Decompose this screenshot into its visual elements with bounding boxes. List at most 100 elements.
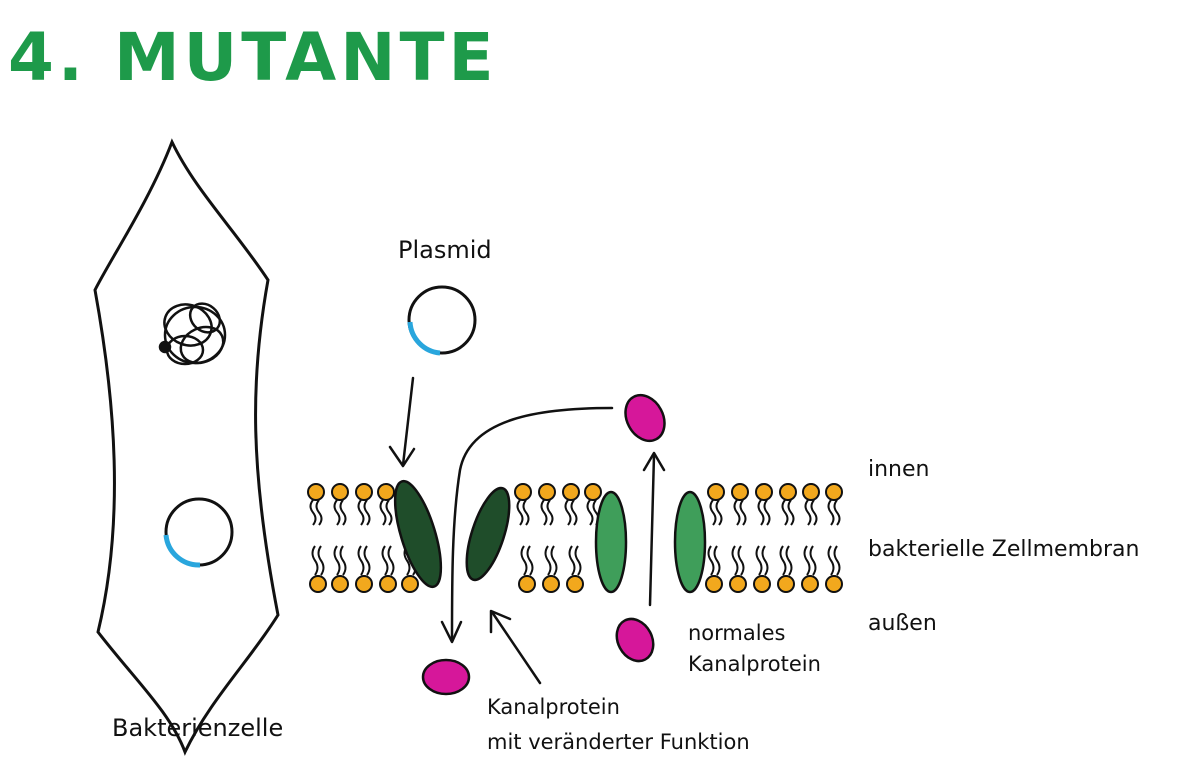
- lipid-tail: [544, 545, 552, 576]
- arrow-pointer-altered-channel: [490, 610, 542, 685]
- lipid-tail: [731, 545, 739, 576]
- lipid-tail: [339, 499, 347, 526]
- lipid-tail: [707, 545, 715, 576]
- lipid-tail: [357, 545, 365, 576]
- cell-outline: [93, 138, 280, 756]
- lipid-head: [518, 575, 536, 593]
- arrowhead-plasmid: [388, 445, 416, 468]
- lipid-tail: [309, 499, 317, 526]
- lipid-tail: [827, 499, 835, 526]
- lipid-head: [562, 483, 580, 501]
- membrane-label: bakterielle Zellmembran: [868, 537, 1139, 562]
- lipid-head: [802, 483, 820, 501]
- lipid-head: [538, 483, 556, 501]
- lipid-head: [379, 575, 397, 593]
- lipid-tail: [339, 545, 347, 576]
- lipid-tail: [526, 545, 534, 576]
- arrow-altered-ion-flow: [450, 406, 614, 642]
- arrow-plasmid-to-membrane: [401, 376, 415, 467]
- ion-inside: [624, 393, 666, 443]
- lipid-tail: [755, 545, 763, 576]
- arrow-normal-ion-flow: [648, 453, 656, 607]
- lipid-head: [731, 483, 749, 501]
- ion-outside-left: [421, 658, 471, 696]
- lipid-head: [705, 575, 723, 593]
- lipid-head: [377, 483, 395, 501]
- lipid-tail: [787, 499, 795, 526]
- lipid-tail: [564, 499, 572, 526]
- inside-label: innen: [868, 457, 929, 482]
- lipid-head: [307, 483, 325, 501]
- lipid-tail: [568, 545, 576, 576]
- lipid-head: [514, 483, 532, 501]
- lipid-head: [801, 575, 819, 593]
- lipid-tail: [785, 545, 793, 576]
- lipid-tail: [381, 545, 389, 576]
- lipid-head: [331, 483, 349, 501]
- cell-plasmid: [163, 497, 234, 568]
- altered-channel-label-line1: Kanalprotein: [487, 695, 620, 719]
- altered-channel-label-line2: mit veränderter Funktion: [487, 730, 750, 754]
- lipid-tail: [827, 545, 835, 576]
- lipid-tail: [387, 545, 395, 576]
- lipid-head: [309, 575, 327, 593]
- lipid-head: [729, 575, 747, 593]
- lipid-head: [355, 483, 373, 501]
- lipid-tail: [522, 499, 530, 526]
- lipid-tail: [803, 545, 811, 576]
- mutant-channel-protein-1: [393, 479, 443, 589]
- lipid-head: [777, 575, 795, 593]
- lipid-tail: [810, 499, 818, 526]
- lipid-tails: [309, 499, 841, 576]
- lipid-head: [779, 483, 797, 501]
- lipid-tail: [763, 499, 771, 526]
- nucleoid-dna: [158, 302, 227, 366]
- lipid-tail: [709, 499, 717, 526]
- lipid-tail: [546, 499, 554, 526]
- lipid-tail: [520, 545, 528, 576]
- lipid-tail: [809, 545, 817, 576]
- lipid-head: [331, 575, 349, 593]
- lipid-tail: [315, 499, 323, 526]
- ions: [421, 393, 666, 696]
- lipid-tail: [540, 499, 548, 526]
- lipid-tail: [733, 499, 741, 526]
- lipid-tail: [357, 499, 365, 526]
- lipid-tail: [317, 545, 325, 576]
- normal-channel-protein-2: [673, 490, 707, 594]
- lipid-tail: [804, 499, 812, 526]
- lipid-tail: [311, 545, 319, 576]
- lipid-tail: [516, 499, 524, 526]
- mutant-channel-protein-2: [465, 486, 511, 582]
- lipid-tail: [333, 545, 341, 576]
- arrowhead-normal-ion-flow: [642, 451, 666, 472]
- lipid-tail: [713, 545, 721, 576]
- lipid-tail: [739, 499, 747, 526]
- lipid-tail: [779, 545, 787, 576]
- lipid-head: [355, 575, 373, 593]
- outside-label: außen: [868, 611, 937, 636]
- page-title: 4. MUTANTE: [8, 19, 498, 96]
- lipid-tail: [757, 499, 765, 526]
- normal-channel-protein-1: [594, 490, 628, 594]
- lipid-heads-outer-leaflet: [309, 575, 843, 593]
- lipid-tail: [833, 499, 841, 526]
- lipid-tail: [333, 499, 341, 526]
- arrowhead-altered-ion-flow: [440, 620, 463, 644]
- lipid-head: [825, 575, 843, 593]
- bacterial-cell-label: Bakterienzelle: [112, 714, 283, 742]
- lipid-tail: [379, 499, 387, 526]
- lipid-tail: [363, 499, 371, 526]
- bacterial-cell: Bakterienzelle: [93, 138, 283, 756]
- lipid-tail: [574, 545, 582, 576]
- lipid-head: [542, 575, 560, 593]
- lipid-tail: [761, 545, 769, 576]
- lipid-tail: [737, 545, 745, 576]
- lipid-head: [753, 575, 771, 593]
- lipid-tail: [833, 545, 841, 576]
- arrowhead-pointer-altered: [489, 609, 512, 634]
- lipid-head: [755, 483, 773, 501]
- lipid-head: [825, 483, 843, 501]
- lipid-head: [566, 575, 584, 593]
